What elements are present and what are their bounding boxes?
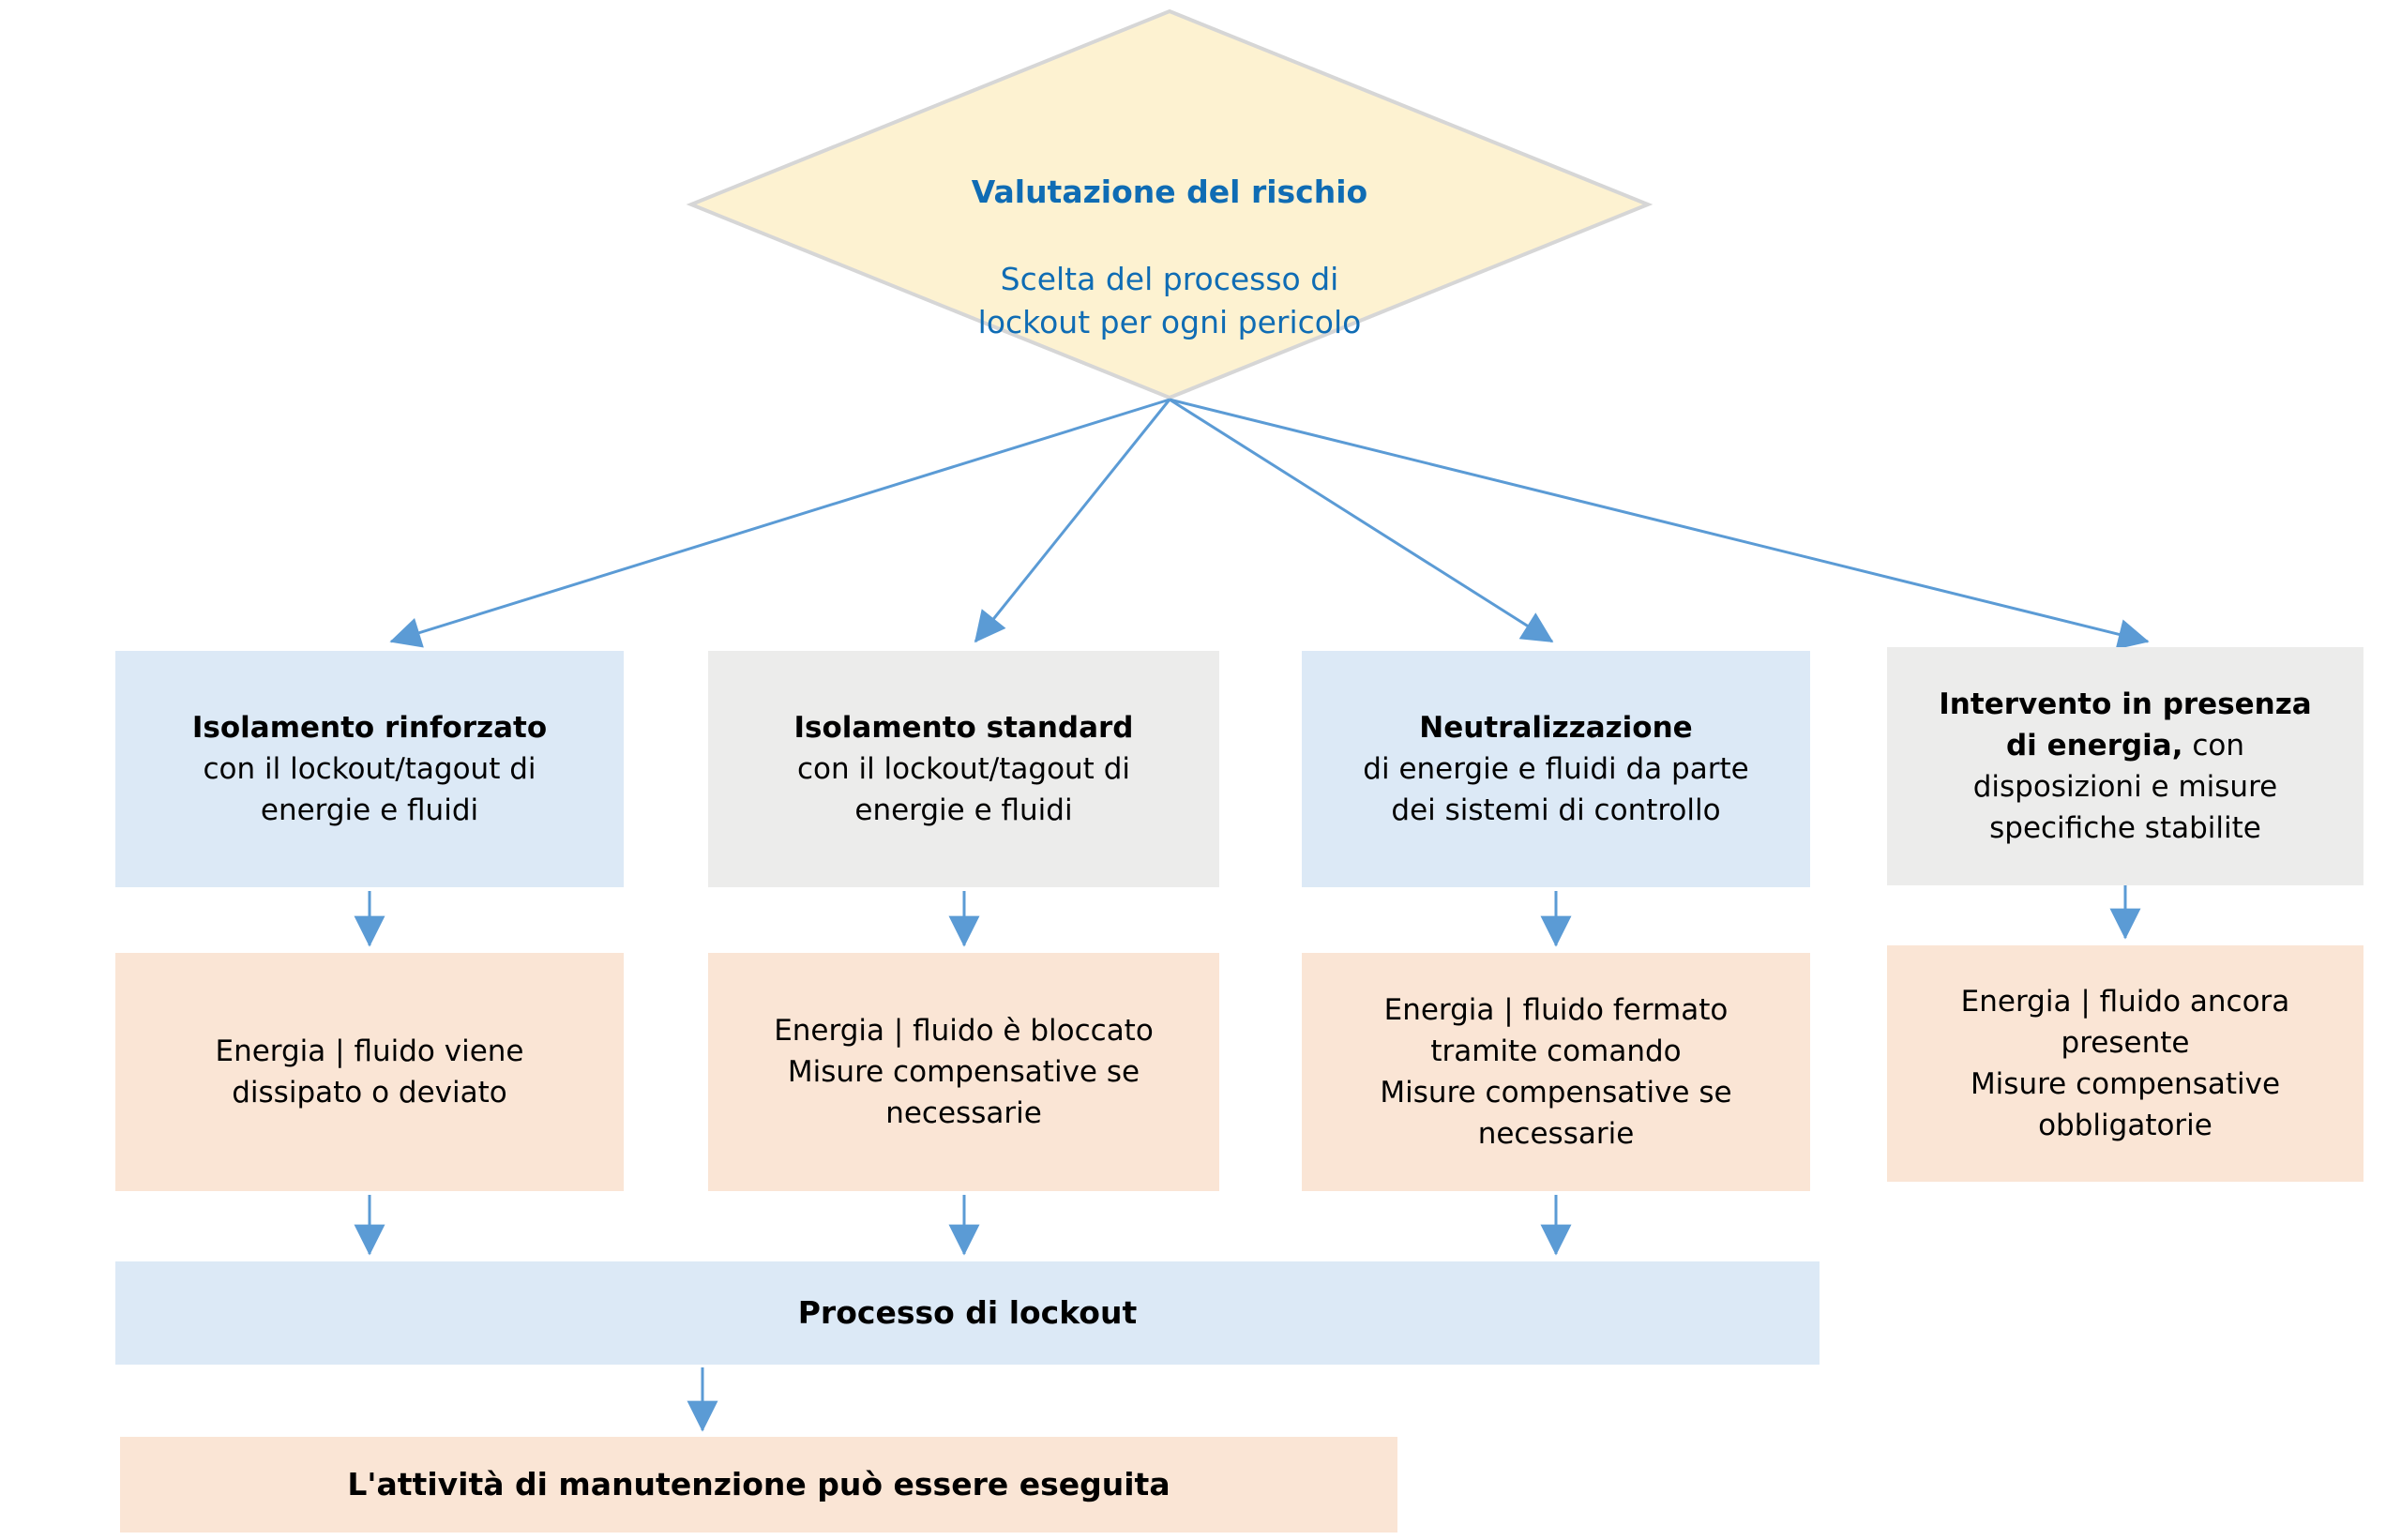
state-text: Energia | fluido ancora presente Misure … [1960, 984, 2290, 1143]
option-body: con disposizioni e misure specifiche sta… [1972, 728, 2278, 846]
final-activity-box: L'attività di manutenzione può essere es… [120, 1437, 1397, 1532]
final-activity-label: L'attività di manutenzione può essere es… [347, 1465, 1170, 1502]
decision-title: Valutazione del rischio [971, 174, 1368, 211]
option-box-isolamento-rinforzato: Isolamento rinforzato con il lockout/tag… [115, 651, 624, 887]
option-body: di energie e fluidi da parte dei sistemi… [1363, 751, 1749, 827]
arrow-decision-to-option-4 [1169, 398, 2150, 650]
state-box-bloccato: Energia | fluido è bloccato Misure compe… [708, 953, 1219, 1191]
option-body: con il lockout/tagout di energie e fluid… [203, 751, 536, 827]
option-body: con il lockout/tagout di energie e fluid… [796, 751, 1130, 827]
option-text: Isolamento standard con il lockout/tagou… [794, 707, 1134, 831]
decision-diamond: Valutazione del rischio Scelta del proce… [888, 128, 1451, 387]
option-text: Neutralizzazione di energie e fluidi da … [1363, 707, 1748, 831]
option-box-intervento-in-presenza-di-energia: Intervento in presenza di energia, con d… [1887, 647, 2363, 885]
state-box-ancora-presente: Energia | fluido ancora presente Misure … [1887, 945, 2363, 1182]
lockout-process-bar: Processo di lockout [115, 1261, 1820, 1365]
arrow-decision-to-option-3 [1169, 398, 1554, 643]
state-box-dissipato-o-deviato: Energia | fluido viene dissipato o devia… [115, 953, 624, 1191]
option-box-isolamento-standard: Isolamento standard con il lockout/tagou… [708, 651, 1219, 887]
option-title: Isolamento rinforzato [191, 710, 548, 745]
lockout-process-bar-label: Processo di lockout [797, 1293, 1138, 1331]
state-text: Energia | fluido fermato tramite comando… [1380, 992, 1732, 1152]
state-box-fermato-tramite-comando: Energia | fluido fermato tramite comando… [1302, 953, 1810, 1191]
decision-subtitle: Scelta del processo di lockout per ogni … [977, 260, 1362, 340]
arrow-decision-to-option-1 [389, 398, 1170, 648]
option-text: Isolamento rinforzato con il lockout/tag… [192, 707, 547, 831]
option-box-neutralizzazione: Neutralizzazione di energie e fluidi da … [1302, 651, 1810, 887]
option-title: Neutralizzazione [1419, 710, 1693, 745]
option-title: Intervento in presenza di energia, [1939, 687, 2312, 762]
state-text: Energia | fluido è bloccato Misure compe… [774, 1013, 1154, 1130]
option-title: Isolamento standard [793, 710, 1134, 745]
option-text: Intervento in presenza di energia, con d… [1939, 684, 2311, 849]
state-text: Energia | fluido viene dissipato o devia… [215, 1034, 524, 1110]
arrow-decision-to-option-2 [974, 399, 1171, 643]
